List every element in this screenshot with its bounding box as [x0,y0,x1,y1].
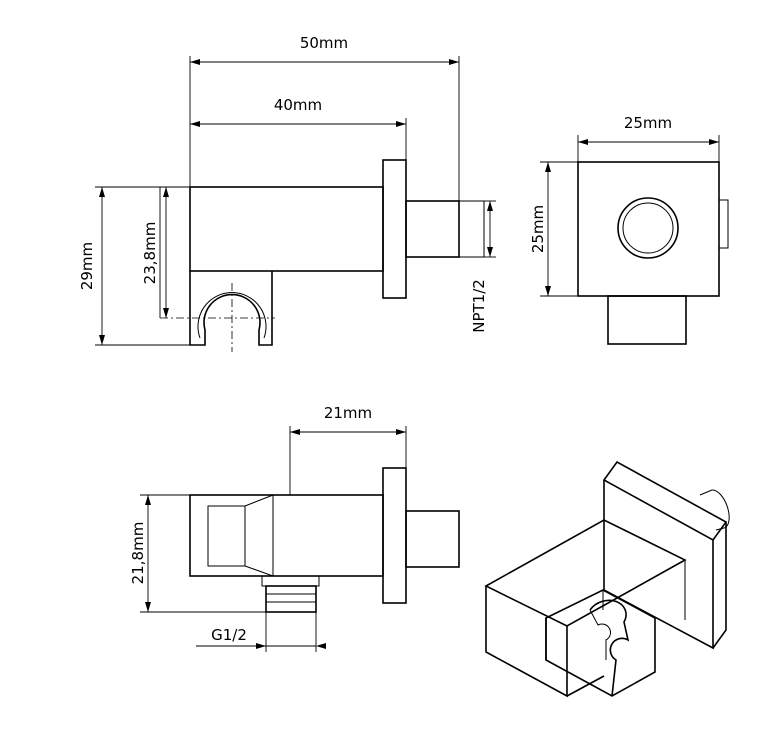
front-view: 25mm 25mm [529,114,729,345]
dim-side-thread: NPT1/2 [470,279,488,333]
dim-body-height: 23,8mm [141,222,159,285]
dim-bottom-offset: 21mm [324,404,372,422]
dim-bottom-height: 21,8mm [129,522,147,585]
dim-front-height: 25mm [529,205,547,253]
isometric-view [484,460,730,698]
dim-bottom-thread: G1/2 [211,626,247,644]
dim-total-length: 50mm [300,34,348,52]
bottom-view: 21mm 21,8mm G1/2 [129,404,460,652]
dim-front-width: 25mm [624,114,672,132]
dim-body-length: 40mm [274,96,322,114]
side-view: 50mm 40mm 29mm 23,8mm NPT1/2 [78,34,496,352]
dim-total-height: 29mm [78,242,96,290]
